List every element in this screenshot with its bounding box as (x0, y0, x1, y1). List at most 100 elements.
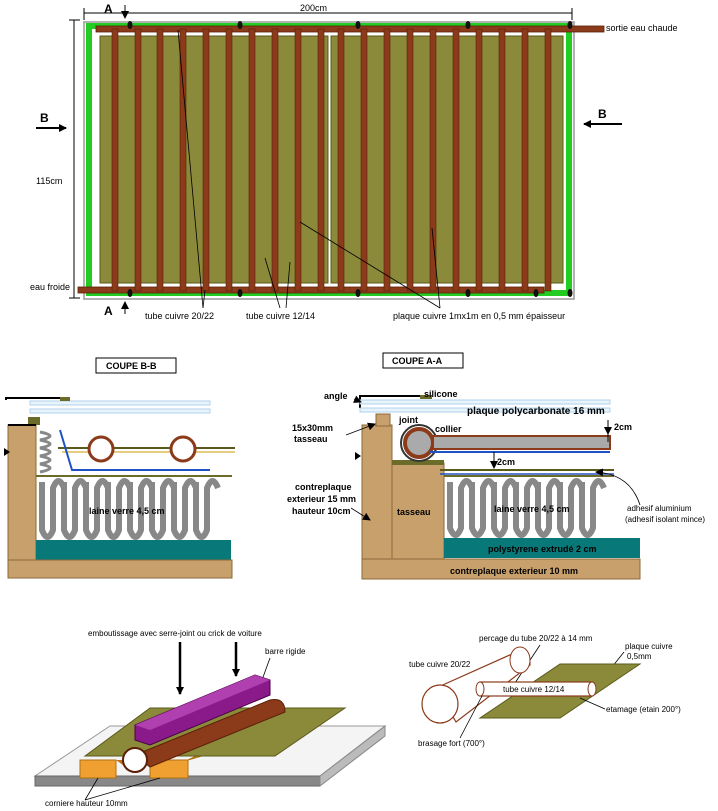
drilling-label: percage du tube 20/22 à 14 mm (479, 634, 593, 643)
clip-9 (465, 289, 471, 297)
aa-alu-tape-label: adhesif aluminium (627, 504, 692, 513)
riser-tube-17 (475, 28, 483, 292)
width-dimension-label: 200cm (300, 3, 327, 13)
riser-tube-15 (429, 28, 437, 292)
aa-alu-tape-note: (adhesif isolant mince) (625, 515, 705, 524)
riser-tube-8 (271, 28, 279, 292)
section-a-top-marker: A (104, 2, 113, 16)
aa-main-tube (403, 427, 435, 459)
riser-tube-13 (383, 28, 391, 292)
clip-11 (567, 289, 573, 297)
plate-label: plaque cuivre (625, 642, 673, 651)
aa-collar-label: collier (435, 424, 462, 434)
bb-glass-wool (39, 478, 221, 540)
riser-tube-16 (452, 28, 460, 292)
section-bb-title: COUPE B-B (106, 361, 157, 371)
aa-side-plywood-label-3: hauteur 10cm (292, 506, 351, 516)
joint-detail: percage du tube 20/22 à 14 mm plaque cui… (409, 634, 681, 748)
aa-angle-label: angle (324, 391, 348, 401)
aa-polystyrene-label: polystyrene extrudé 2 cm (488, 544, 597, 554)
copper-plate-label: plaque cuivre 1mx1m en 0,5 mm épaisseur (393, 311, 565, 321)
aa-polycarbonate-2 (359, 407, 611, 413)
aa-batten-label: tasseau (294, 434, 328, 444)
hot-header-tube (95, 25, 605, 33)
section-b-left-marker: B (40, 111, 49, 125)
aa-bottom-plywood-label: contreplaque exterieur 10 mm (450, 566, 578, 576)
riser-tube-2 (134, 28, 142, 292)
clip-8 (355, 289, 361, 297)
clip-7 (237, 289, 243, 297)
section-bb-title-box (95, 357, 177, 374)
angle-block-right (149, 759, 189, 779)
aa-gap-bottom-label: 2cm (497, 457, 515, 467)
cold-header-tube (77, 286, 545, 294)
bb-side-plywood (7, 424, 37, 561)
clip-6 (127, 289, 133, 297)
aa-glass-wool-label: laine verre 4,5 cm (494, 504, 570, 514)
press-detail: emboutissage avec serre-joint ou crick d… (33, 629, 387, 808)
riser-tube-14 (406, 28, 414, 292)
aa-polycarbonate-label: plaque polycarbonate 16 mm (467, 406, 605, 417)
cold-water-inlet-label: eau froide (30, 282, 70, 292)
top-view: 200cm 115cm A A B B sortie eau chaude ea… (30, 2, 678, 321)
riser-tube-7 (248, 28, 256, 292)
clip-1 (127, 21, 133, 29)
clip-2 (237, 21, 243, 29)
aa-joint-label: joint (398, 415, 418, 425)
main-tube-detail-label: tube cuivre 20/22 (409, 660, 471, 669)
tin-solder-label: etamage (etain 200°) (606, 705, 681, 714)
section-aa-title: COUPE A-A (392, 356, 443, 366)
clip-3 (355, 21, 361, 29)
clip-10 (533, 289, 539, 297)
aa-side-plywood (361, 424, 393, 560)
press-caption: emboutissage avec serre-joint ou crick d… (88, 629, 262, 638)
section-aa-title-box (382, 352, 464, 369)
riser-tube-1 (111, 28, 119, 292)
riser-tube-6 (225, 28, 233, 292)
riser-tube-9 (294, 28, 302, 292)
aa-side-plywood-label-1: contreplaque (295, 482, 352, 492)
brazing-label: brasage fort (700°) (418, 739, 485, 748)
riser-tubes (111, 28, 552, 292)
press-copper-tube (134, 699, 286, 768)
aa-polystyrene (444, 538, 640, 558)
section-bb: COUPE B-B laine verre 4,5 cm (4, 357, 235, 579)
riser-tube-3 (156, 28, 164, 292)
aa-riser-tube (432, 435, 611, 450)
main-tube-label: tube cuivre 20/22 (145, 311, 214, 321)
riser-tube-20 (544, 28, 552, 292)
aa-bottom-plywood (361, 558, 641, 580)
copper-plate-left (99, 35, 329, 284)
tube-clips (127, 21, 573, 297)
bb-bottom-plywood (7, 559, 233, 579)
aa-gap-top-label: 2cm (614, 422, 632, 432)
aa-batten-size-label: 15x30mm (292, 423, 333, 433)
angle-block-left (79, 759, 117, 779)
aa-glass-wool (447, 478, 607, 538)
clip-5 (567, 21, 573, 29)
bb-glass-wool-label: laine verre 4,5 cm (89, 506, 165, 516)
riser-tube-12 (360, 28, 368, 292)
riser-tube-5 (202, 28, 210, 292)
riser-tube-label: tube cuivre 12/14 (246, 311, 315, 321)
riser-tube-19 (521, 28, 529, 292)
section-a-bottom-marker: A (104, 304, 113, 318)
clip-4 (465, 21, 471, 29)
aa-batten-block-label: tasseau (397, 507, 431, 517)
angle-height-label: corniere hauteur 10mm (45, 799, 128, 808)
plate-thickness-label: 0,5mm (627, 652, 652, 661)
riser-tube-11 (337, 28, 345, 292)
bb-polystyrene (36, 540, 231, 560)
riser-tube-18 (498, 28, 506, 292)
aa-batten-block (391, 462, 445, 560)
aa-batten-small (375, 413, 391, 427)
rigid-bar-label: barre rigide (265, 647, 306, 656)
riser-tube-detail-label: tube cuivre 12/14 (503, 685, 565, 694)
riser-tube-4 (179, 28, 187, 292)
aa-silicone-label: silicone (424, 389, 458, 399)
section-b-right-marker: B (598, 107, 607, 121)
aa-polycarbonate-1 (359, 399, 611, 405)
aa-side-plywood-label-2: exterieur 15 mm (287, 494, 356, 504)
hot-water-outlet-label: sortie eau chaude (606, 23, 678, 33)
bb-riser-tube-2 (169, 435, 197, 463)
